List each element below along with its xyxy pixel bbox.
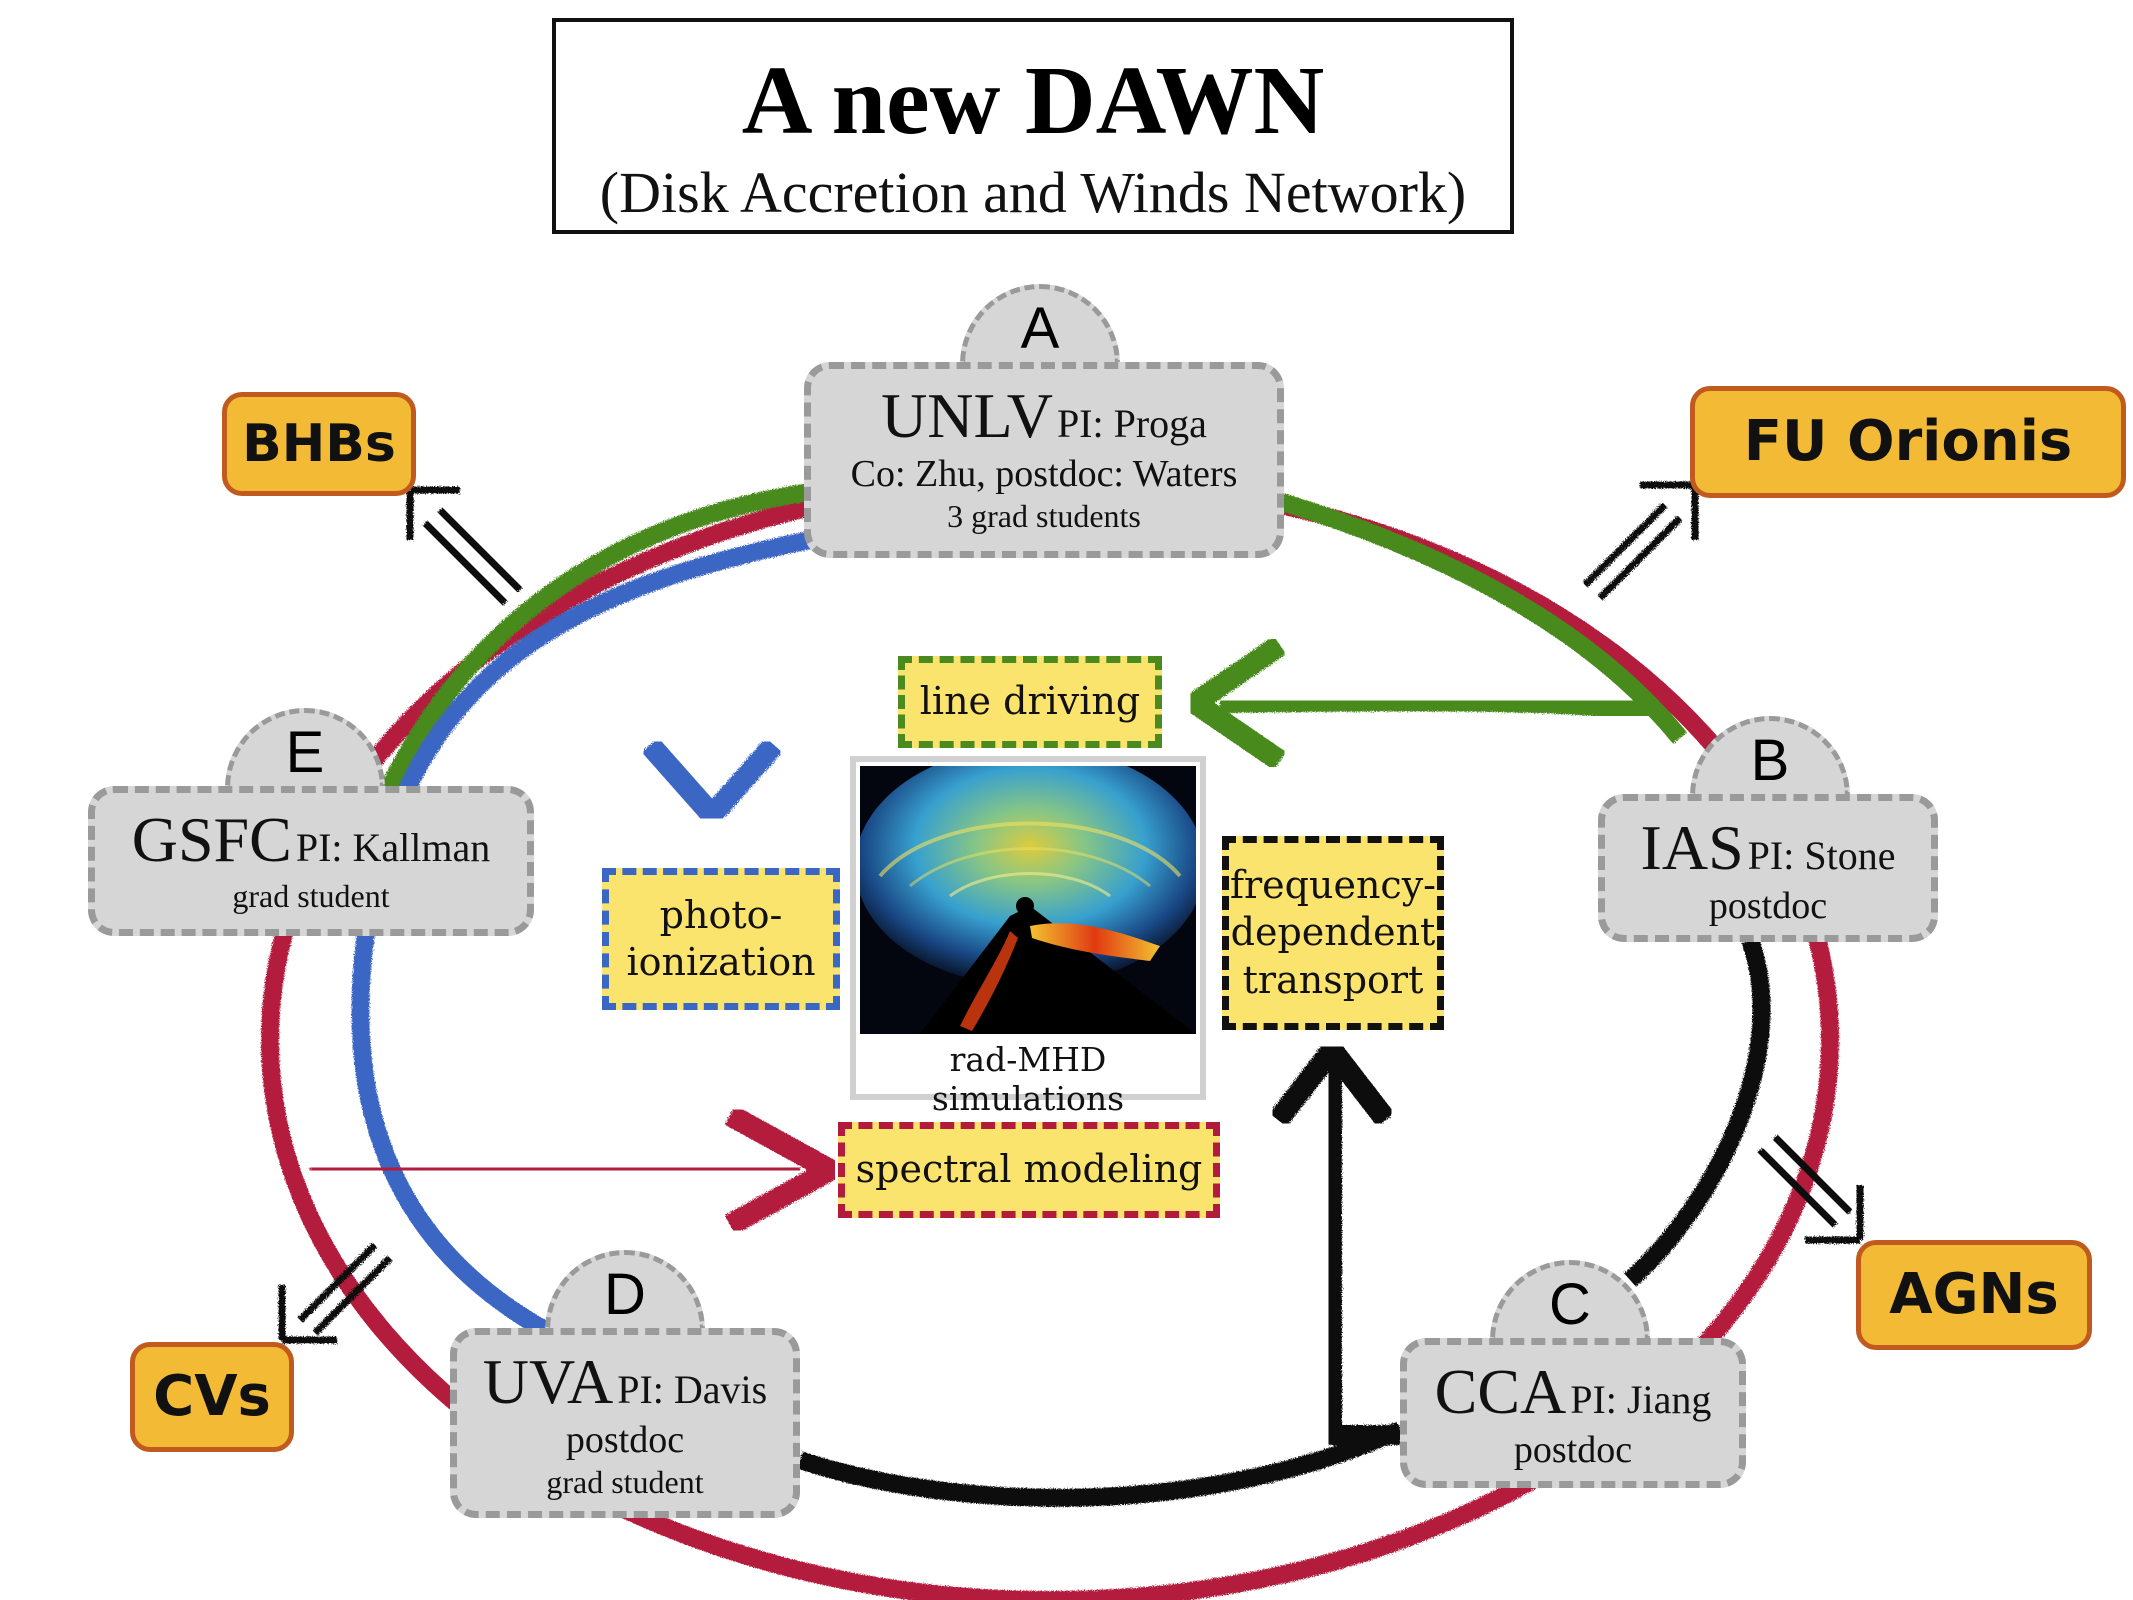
node-gsfc-pi: PI: Kallman: [295, 825, 491, 870]
topic-photo-line1: photo-: [659, 892, 783, 937]
topic-line-driving-label: line driving: [919, 679, 1141, 724]
simulation-image: [860, 766, 1196, 1034]
target-agns: AGNs: [1856, 1240, 2092, 1350]
topic-spectral-label: spectral modeling: [855, 1147, 1203, 1192]
node-uva: UVA PI: Davis postdoc grad student: [450, 1328, 800, 1518]
node-cca-pi: PI: Jiang: [1570, 1377, 1712, 1422]
arrow-to-bhbs: [406, 486, 523, 606]
node-ias: IAS PI: Stone postdoc: [1598, 794, 1938, 942]
green-arc: [379, 483, 1687, 794]
black-arrow-freq: [1322, 1058, 1400, 1445]
node-unlv-co: Co: Zhu, postdoc: Waters: [850, 453, 1238, 495]
topic-photo-line2: ionization: [626, 940, 816, 984]
arrow-to-cvs: [278, 1242, 393, 1344]
node-uva-postdoc: postdoc: [565, 1419, 685, 1461]
node-gsfc: GSFC PI: Kallman grad student: [88, 786, 534, 936]
arrow-to-fu-orionis: [1582, 481, 1699, 601]
node-ias-postdoc: postdoc: [1708, 885, 1828, 927]
node-uva-pi: PI: Davis: [617, 1367, 768, 1412]
node-gsfc-inst: GSFC: [131, 804, 292, 875]
green-arrowhead-line: [1175, 635, 1287, 771]
topic-frequency-dependent-transport: frequency- dependent transport: [1222, 836, 1444, 1030]
simulation-caption: rad-MHD simulations: [931, 1040, 1125, 1118]
node-uva-inst: UVA: [482, 1346, 614, 1417]
topic-line-driving: line driving: [898, 656, 1162, 748]
black-arc: [797, 936, 1771, 1507]
node-ias-inst: IAS: [1640, 812, 1744, 883]
topic-freq-line2: dependent: [1230, 910, 1436, 955]
target-bhbs: BHBs: [222, 392, 416, 496]
black-arrowhead-freq: [1269, 1031, 1395, 1127]
node-unlv-inst: UNLV: [881, 380, 1053, 451]
node-cca: CCA PI: Jiang postdoc: [1400, 1338, 1746, 1488]
topic-freq-line1: frequency-: [1229, 862, 1437, 907]
node-unlv: UNLV PI: Proga Co: Zhu, postdoc: Waters …: [804, 362, 1284, 558]
node-uva-grad: grad student: [546, 1463, 704, 1500]
node-unlv-students: 3 grad students: [947, 497, 1141, 534]
blue-arrowhead-photo: [641, 737, 783, 832]
node-cca-postdoc: postdoc: [1513, 1429, 1633, 1471]
red-arrow-spectral: [309, 1158, 801, 1180]
green-arrow-line: [1219, 691, 1663, 725]
red-arrowhead-spectral: [724, 1105, 853, 1235]
node-ias-pi: PI: Stone: [1747, 833, 1896, 878]
target-fu-orionis: FU Orionis: [1690, 386, 2126, 498]
topic-photoionization: photo- ionization: [602, 868, 840, 1010]
topic-spectral-modeling: spectral modeling: [838, 1122, 1220, 1218]
node-c-tab: C: [1490, 1260, 1650, 1340]
node-unlv-pi: PI: Proga: [1056, 401, 1207, 446]
title: A new DAWN: [741, 47, 1325, 155]
target-cvs: CVs: [130, 1342, 294, 1452]
subtitle: (Disk Accretion and Winds Network): [599, 160, 1467, 225]
node-gsfc-grad: grad student: [232, 878, 390, 914]
arrow-to-agns: [1757, 1134, 1864, 1244]
topic-freq-line3: transport: [1242, 957, 1424, 1002]
title-box: A new DAWN (Disk Accretion and Winds Net…: [552, 18, 1514, 234]
simulation-panel: rad-MHD simulations: [850, 756, 1206, 1118]
node-cca-inst: CCA: [1434, 1356, 1567, 1427]
